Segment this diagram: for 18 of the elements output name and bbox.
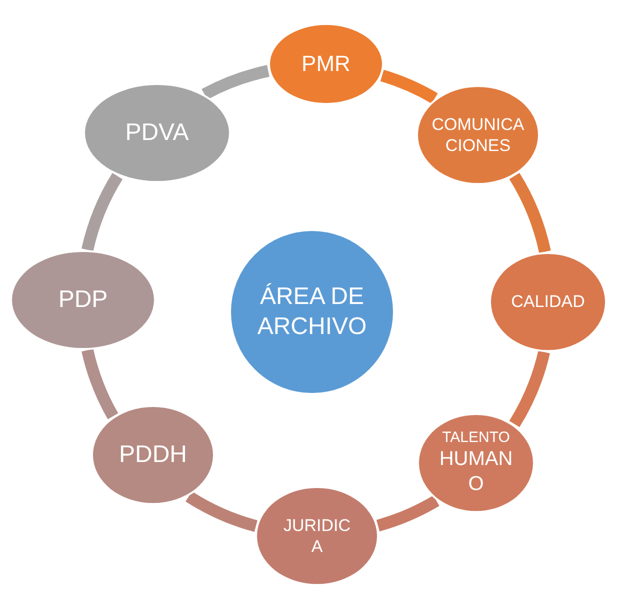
connector-arc xyxy=(82,348,118,420)
node-label: PDP xyxy=(58,285,108,315)
node-label: ÁREA DE ARCHIVO xyxy=(256,282,368,342)
node-label: HUMANO xyxy=(438,447,514,498)
node-label: JURIDICA xyxy=(282,514,352,558)
node-label: TALENTO xyxy=(442,428,510,448)
node-label: COMUNICACIONES xyxy=(430,114,526,156)
connector-arc xyxy=(380,70,438,104)
connector-arc xyxy=(376,495,440,532)
node-label: CALIDAD xyxy=(511,291,585,313)
node-label: PMR xyxy=(302,50,350,78)
connector-arc xyxy=(202,65,270,100)
connector-arc xyxy=(82,173,123,252)
connector-arc xyxy=(186,491,258,532)
connector-arc xyxy=(509,350,550,427)
connector-arc xyxy=(509,173,551,254)
node-label: PDVA xyxy=(125,118,189,148)
node-label: PDDH xyxy=(118,440,187,470)
